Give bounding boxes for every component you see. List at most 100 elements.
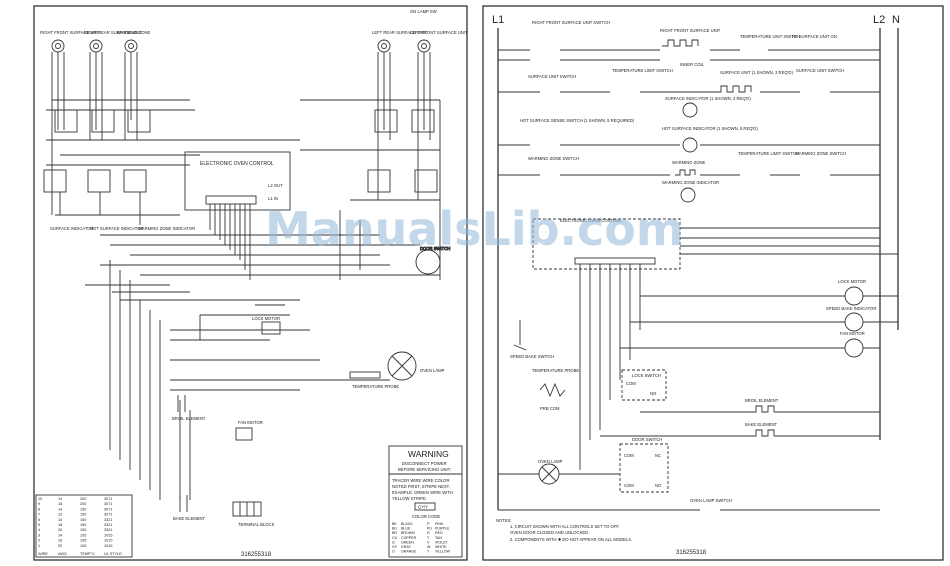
wire-table-cell: 18 (58, 523, 62, 527)
color-code-cell: VIOLET (435, 540, 449, 544)
color-code-cell: V (427, 540, 430, 544)
warning-line-2: BEFORE SERVICING UNIT. (398, 467, 451, 472)
color-code-cell: TAN (435, 536, 442, 540)
wire-table-cell: 12 (58, 513, 62, 517)
temp-probe-right: TEMPERATURE PROBE PRB COM (532, 368, 579, 411)
note-1b: OVEN DOOR CLOSED AND UNLOCKED. (510, 530, 589, 535)
wire-table-cell: 14 (58, 507, 62, 511)
wire-table-cell: 3071 (104, 513, 112, 517)
surface-unit-switch-b-label: SURFACE UNIT SWITCH (796, 68, 844, 73)
left-part-number: 316255318 (241, 552, 272, 558)
color-code-cell: BU (392, 527, 397, 531)
color-code-cell: GRAY (401, 545, 412, 549)
oven-lamp: OVEN LAMP (387, 351, 445, 381)
hot-surface-indicator-label: HOT SURFACE INDICATOR (90, 226, 144, 231)
lock-switch: LOCK SWITCH COM NO (621, 369, 667, 401)
rr-element-label: RIGHT REAR SURFACE UNIT (84, 30, 142, 35)
door-com-label: COM (624, 453, 634, 458)
color-code-cell: PU (427, 527, 432, 531)
speed-bake-indicator: SPEED BAKE INDICATOR (630, 306, 898, 332)
speed-bake-switch: SPEED BAKE SWITCH (510, 320, 554, 359)
wire-table-cell: 150 (80, 523, 86, 527)
wire-table-cell: 16 (58, 539, 62, 543)
eoc-right-label: ELECTRONIC OVEN CONTROL (560, 218, 622, 223)
lock-motor: LOCK MOTOR (199, 304, 290, 340)
lock-motor-label: LOCK MOTOR (252, 316, 280, 321)
rail-n-label: N (892, 14, 900, 26)
color-code-cell: YELLOW (435, 550, 451, 554)
color-code-cell: T (427, 536, 430, 540)
wire-table-cell: 1 (38, 544, 40, 548)
color-code-cell: Y (427, 550, 430, 554)
rf-switch-label: RIGHT FRONT SURFACE UNIT SWITCH (532, 20, 610, 25)
eoc-label: ELECTRONIC OVEN CONTROL (200, 161, 274, 167)
oven-lamp-right: OVEN LAMP (498, 459, 620, 485)
watermark: ManualsLib.com (265, 202, 684, 256)
rf-unit-label: RIGHT FRONT SURFACE UNIT (660, 28, 721, 33)
rail-l1-label: L1 (492, 14, 504, 26)
left-sheet: RIGHT FRONT SURFACE UNIT RIGHT REAR SURF… (33, 5, 468, 561)
fan-motor-label: FAN MOTOR (238, 420, 263, 425)
wire-table-cell: 7 (38, 513, 40, 517)
left-sheet-border (33, 5, 468, 561)
inner-coil-label: INNER COIL (680, 62, 705, 67)
color-code-cell: P (427, 522, 430, 526)
prb-com-label: PRB COM (540, 406, 560, 411)
rung-warming-zone: WARMING ZONE SWITCH WARMING ZONE TEMPERA… (498, 151, 880, 203)
temperature-probe: TEMPERATURE PROBE (349, 371, 399, 389)
warning-box: WARNING DISCONNECT POWER BEFORE SERVICIN… (388, 445, 463, 558)
wire-table-cell: 2 (38, 539, 40, 543)
warning-title: WARNING (408, 449, 449, 459)
terminal-block: TERMINAL BLOCK (232, 501, 275, 527)
bake-element-right-label: BAKE ELEMENT (745, 422, 778, 427)
lock-com-label: COM (626, 381, 636, 386)
color-code-cell: R (427, 531, 430, 535)
oven-lamp-label: OVEN LAMP (420, 368, 445, 373)
tracer-example-code: GY/Y (418, 505, 428, 510)
wire-table-header-cell: AWG (58, 552, 67, 556)
wire-table-cell: 8 (38, 507, 40, 511)
broil-element-right: BROIL ELEMENT (640, 398, 880, 413)
rung-surface-unit: SURFACE UNIT SWITCH TEMPERATURE LIMIT SW… (498, 68, 880, 118)
wire-table-cell: 3321 (104, 518, 112, 522)
wire-table-row: 2 16 105 1015 (38, 539, 112, 543)
door-com2-label: COM (624, 483, 634, 488)
warning-line-1: DISCONNECT POWER (402, 461, 447, 466)
fan-motor: FAN MOTOR (235, 420, 263, 441)
color-code-cell: BLUE (401, 527, 411, 531)
wire-table-cell: 4 (38, 528, 40, 532)
wire-table-cell: 10 (38, 497, 42, 501)
lr-element-label: LEFT REAR SURFACE UNIT (372, 30, 427, 35)
color-code-cell: O (392, 550, 395, 554)
wire-table-cell: 3 (38, 533, 40, 537)
surface-indicator-label: SURFACE INDICATOR (50, 226, 94, 231)
wire-table-cell: 3071 (104, 497, 112, 501)
rf-element-label: RIGHT FRONT SURFACE UNIT (40, 30, 101, 35)
note-1: 1. CIRCUIT SHOWN WITH ALL CONTROLS SET T… (510, 524, 620, 529)
door-no-label: NO (655, 483, 662, 488)
wire-table-header-cell: TEMP°C (80, 552, 95, 556)
lf-element: LEFT FRONT SURFACE UNIT (410, 30, 468, 53)
warming-zone-limit-label: TEMPERATURE LIMIT SWITCH (738, 151, 799, 156)
wire-table-cell: 150 (80, 507, 86, 511)
wire-table-cell: 1015 (104, 533, 112, 537)
hot-surface-sense-label: HOT SURFACE SENSE SWITCH (1 SHOWN, 5 REQ… (520, 118, 635, 123)
color-code-cell: W (427, 545, 431, 549)
wire-table-cell: 1015 (104, 539, 112, 543)
broil-element: BROIL ELEMENT (172, 395, 206, 421)
notes: NOTES: 1. CIRCUIT SHOWN WITH ALL CONTROL… (496, 518, 632, 542)
color-code-cell: CU (392, 536, 398, 540)
wire-table-cell: 105 (80, 539, 86, 543)
surface-unit-shown-label: SURFACE UNIT (1 SHOWN, 3 REQ'D) (720, 70, 793, 75)
warming-zone-label-r: WARMING ZONE (672, 160, 706, 165)
l2-out-label: L2 OUT (268, 183, 283, 188)
rung-rf-surface: RIGHT FRONT SURFACE UNIT SWITCH RIGHT FR… (498, 20, 880, 67)
